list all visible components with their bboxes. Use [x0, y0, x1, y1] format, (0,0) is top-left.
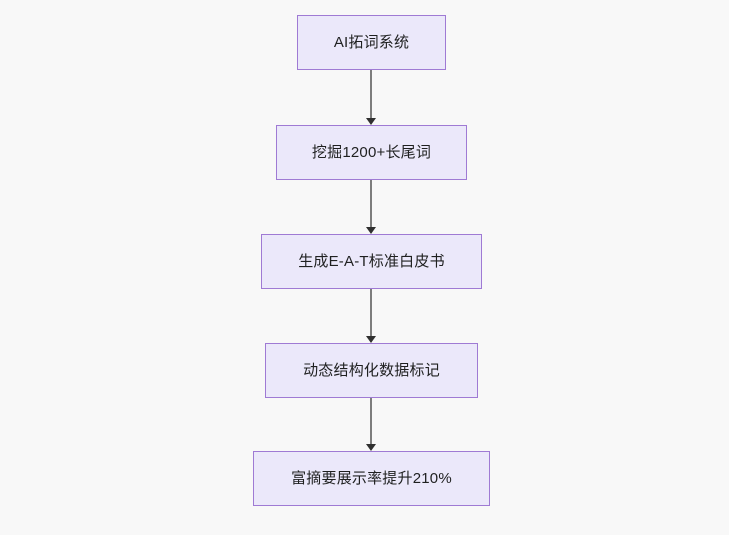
edge-line: [370, 398, 372, 444]
flow-node-label: 生成E-A-T标准白皮书: [298, 252, 445, 270]
arrow-down-icon: [366, 444, 376, 451]
flow-node-label: 动态结构化数据标记: [303, 361, 440, 379]
flow-node-n2[interactable]: 挖掘1200+长尾词: [276, 125, 467, 180]
edge-line: [370, 289, 372, 336]
edge-line: [370, 180, 372, 227]
flow-node-n4[interactable]: 动态结构化数据标记: [265, 343, 478, 398]
flow-node-n3[interactable]: 生成E-A-T标准白皮书: [261, 234, 482, 289]
edge-line: [370, 70, 372, 118]
flow-node-label: 富摘要展示率提升210%: [291, 469, 452, 487]
flow-node-n5[interactable]: 富摘要展示率提升210%: [253, 451, 490, 506]
flow-node-n1[interactable]: AI拓词系统: [297, 15, 446, 70]
arrow-down-icon: [366, 336, 376, 343]
arrow-down-icon: [366, 227, 376, 234]
flow-node-label: AI拓词系统: [333, 33, 410, 51]
arrow-down-icon: [366, 118, 376, 125]
flow-node-label: 挖掘1200+长尾词: [311, 143, 432, 161]
